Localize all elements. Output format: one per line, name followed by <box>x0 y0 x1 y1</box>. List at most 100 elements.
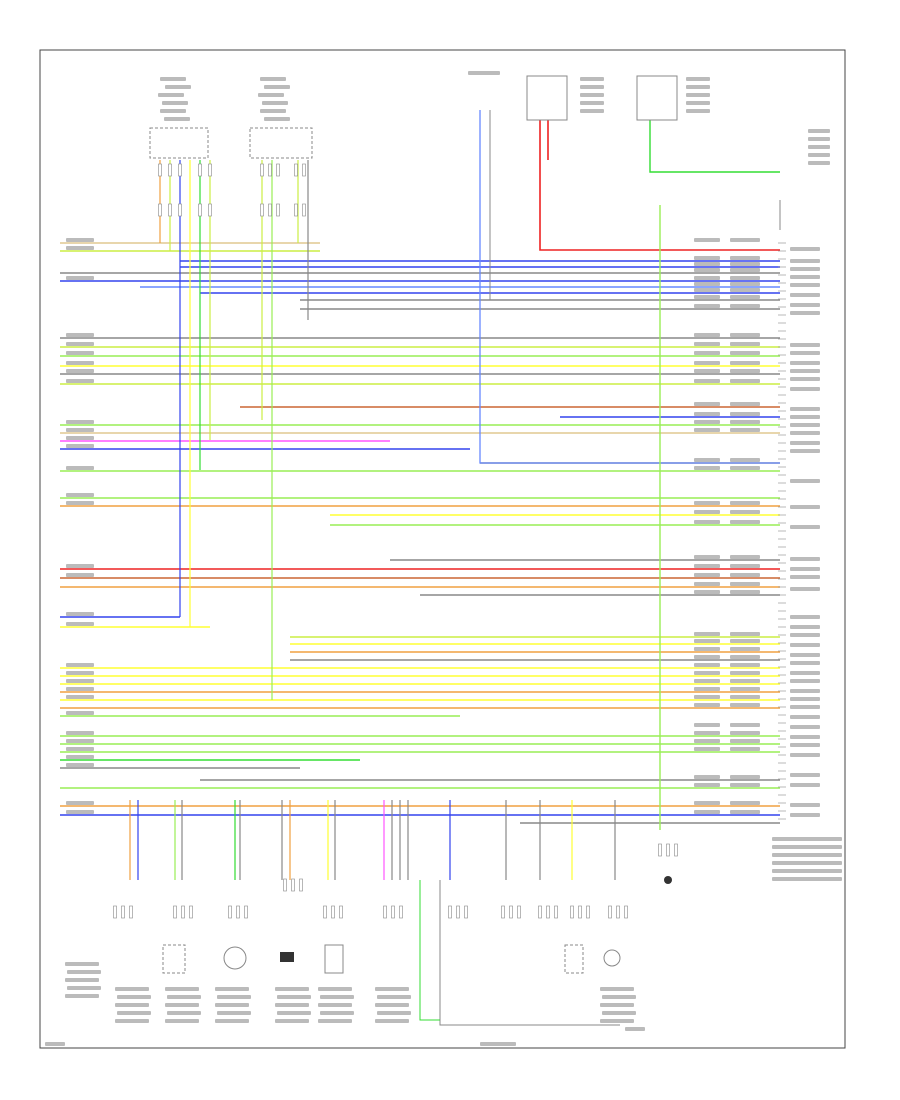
text-label-block <box>694 663 720 667</box>
text-label-block <box>730 379 760 383</box>
text-label-block <box>730 564 760 568</box>
text-label-block <box>694 262 720 266</box>
pin <box>168 163 172 177</box>
text-label-block <box>45 1042 65 1046</box>
text-label-block <box>694 564 720 568</box>
pin <box>302 203 306 217</box>
text-label-block <box>694 282 720 286</box>
solenoid-box <box>564 944 584 974</box>
text-label-block <box>165 987 199 991</box>
text-label-block <box>66 369 94 373</box>
text-label-block <box>790 671 820 675</box>
text-label-block <box>694 555 720 559</box>
text-label-block <box>320 1011 354 1015</box>
text-label-block <box>66 731 94 735</box>
text-label-block <box>790 625 820 629</box>
text-label-block <box>772 853 842 857</box>
text-label-block <box>790 369 820 373</box>
text-label-block <box>165 1003 199 1007</box>
text-label-block <box>790 575 820 579</box>
text-label-block <box>65 962 99 966</box>
pin <box>178 203 182 217</box>
text-label-block <box>694 428 720 432</box>
text-label-block <box>790 431 820 435</box>
text-label-block <box>772 877 842 881</box>
text-label-block <box>730 783 760 787</box>
pin <box>616 905 620 919</box>
text-label-block <box>158 93 184 97</box>
text-label-block <box>66 695 94 699</box>
text-label-block <box>66 622 94 626</box>
text-label-block <box>694 723 720 727</box>
fuse-box <box>526 75 568 121</box>
switch-box <box>162 944 186 974</box>
text-label-block <box>694 369 720 373</box>
text-label-block <box>694 687 720 691</box>
text-label-block <box>790 275 820 279</box>
text-label-block <box>694 420 720 424</box>
text-label-block <box>790 567 820 571</box>
pin <box>129 905 133 919</box>
text-label-block <box>694 703 720 707</box>
pin <box>666 843 670 857</box>
pin <box>546 905 550 919</box>
text-label-block <box>790 679 820 683</box>
component-layer <box>113 75 786 974</box>
text-label-block <box>790 361 820 365</box>
text-label-block <box>694 655 720 659</box>
text-label-block <box>117 995 151 999</box>
text-label-block <box>730 739 760 743</box>
pin <box>291 878 295 892</box>
pin <box>501 905 505 919</box>
text-label-block <box>694 582 720 586</box>
text-label-block <box>730 510 760 514</box>
text-label-block <box>790 259 820 263</box>
text-label-block <box>730 501 760 505</box>
text-label-block <box>217 1011 251 1015</box>
text-label-block <box>694 671 720 675</box>
text-label-block <box>730 268 760 272</box>
pin <box>158 163 162 177</box>
text-label-block <box>694 632 720 636</box>
pin <box>244 905 248 919</box>
text-label-block <box>375 1003 409 1007</box>
text-label-block <box>165 85 191 89</box>
text-label-block <box>277 995 311 999</box>
text-label-block <box>772 837 842 841</box>
text-label-block <box>790 735 820 739</box>
text-label-block <box>790 753 820 757</box>
pin <box>228 905 232 919</box>
pin <box>283 878 287 892</box>
text-label-block <box>580 101 604 105</box>
text-label-block <box>730 590 760 594</box>
pin <box>294 203 298 217</box>
pin <box>260 163 264 177</box>
text-label-block <box>808 129 830 133</box>
text-label-block <box>694 739 720 743</box>
pin <box>294 163 298 177</box>
text-label-block <box>694 747 720 751</box>
text-label-block <box>790 449 820 453</box>
text-label-block <box>375 987 409 991</box>
text-label-block <box>730 342 760 346</box>
text-label-block <box>808 137 830 141</box>
text-label-block <box>730 276 760 280</box>
text-label-block <box>790 423 820 427</box>
pin <box>399 905 403 919</box>
text-label-block <box>790 267 820 271</box>
text-label-block <box>790 653 820 657</box>
text-label-block <box>67 970 101 974</box>
wire <box>479 110 780 464</box>
text-label-block <box>66 361 94 365</box>
text-label-block <box>580 77 604 81</box>
text-label-block <box>790 743 820 747</box>
text-label-block <box>790 387 820 391</box>
text-label-block <box>264 85 290 89</box>
text-label-block <box>730 687 760 691</box>
text-label-block <box>66 755 94 759</box>
text-label-block <box>625 1027 645 1031</box>
text-label-block <box>66 612 94 616</box>
wire <box>439 880 620 1026</box>
text-label-block <box>730 647 760 651</box>
text-label-block <box>730 420 760 424</box>
